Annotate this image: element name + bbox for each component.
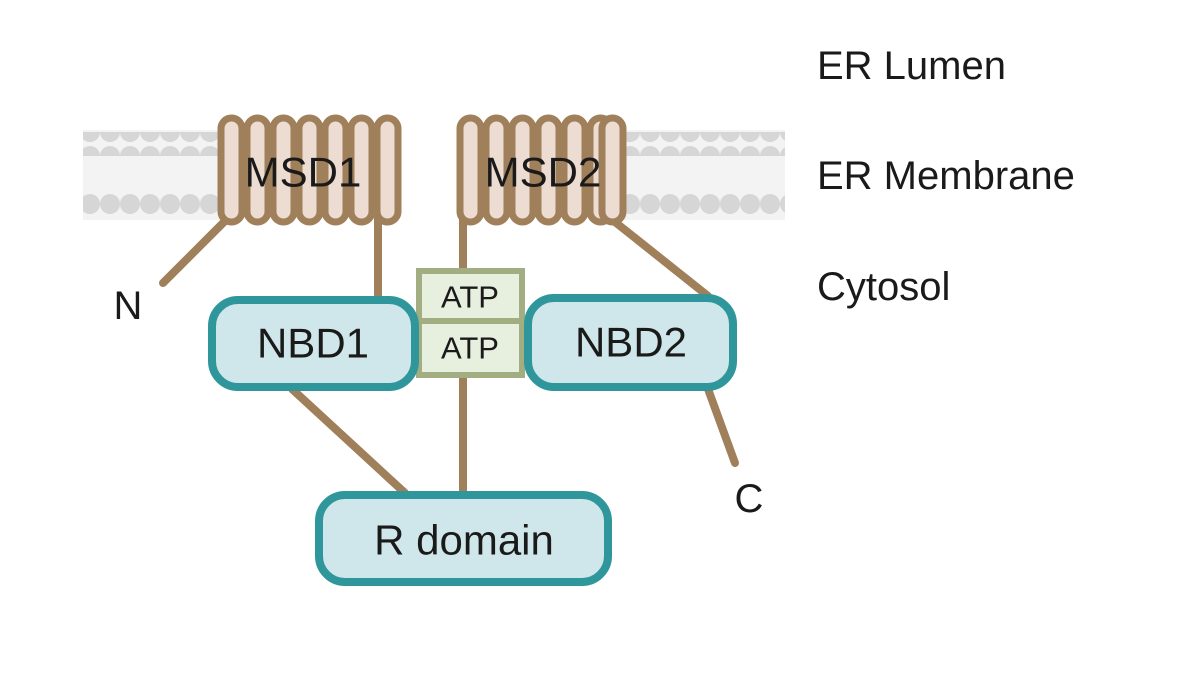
msd1-label: MSD1 bbox=[245, 149, 362, 196]
msd2-domain bbox=[456, 114, 627, 226]
atp-label-bottom: ATP bbox=[441, 331, 499, 366]
atp-box-top bbox=[416, 268, 525, 324]
lipid-bilayer-right bbox=[620, 130, 785, 220]
msd2-label: MSD2 bbox=[485, 149, 602, 196]
nbd2-domain: NBD2 bbox=[524, 294, 737, 391]
cytosol-label: Cytosol bbox=[817, 265, 950, 309]
nbd2-label: NBD2 bbox=[575, 319, 687, 366]
msd2-nbd2-linker bbox=[606, 214, 712, 300]
c-terminus-label: C bbox=[735, 477, 764, 521]
atp-label-top: ATP bbox=[441, 280, 499, 315]
nbd1-domain: NBD1 bbox=[208, 296, 419, 391]
n-terminus-chain bbox=[159, 214, 232, 287]
er-membrane-label: ER Membrane bbox=[817, 154, 1075, 198]
atp-binding-site: ATP ATP bbox=[416, 268, 525, 378]
msd1-helix-6 bbox=[373, 114, 402, 226]
c-terminus-chain bbox=[704, 385, 739, 467]
r-domain: R domain bbox=[315, 491, 612, 586]
r-domain-label: R domain bbox=[374, 517, 554, 564]
nbd1-label: NBD1 bbox=[257, 320, 369, 367]
er-lumen-label: ER Lumen bbox=[817, 44, 1006, 88]
msd1-domain bbox=[217, 114, 402, 226]
n-terminus-label: N bbox=[114, 284, 143, 328]
nbd1-r-linker bbox=[288, 385, 409, 497]
lipid-bilayer-left bbox=[83, 130, 223, 220]
